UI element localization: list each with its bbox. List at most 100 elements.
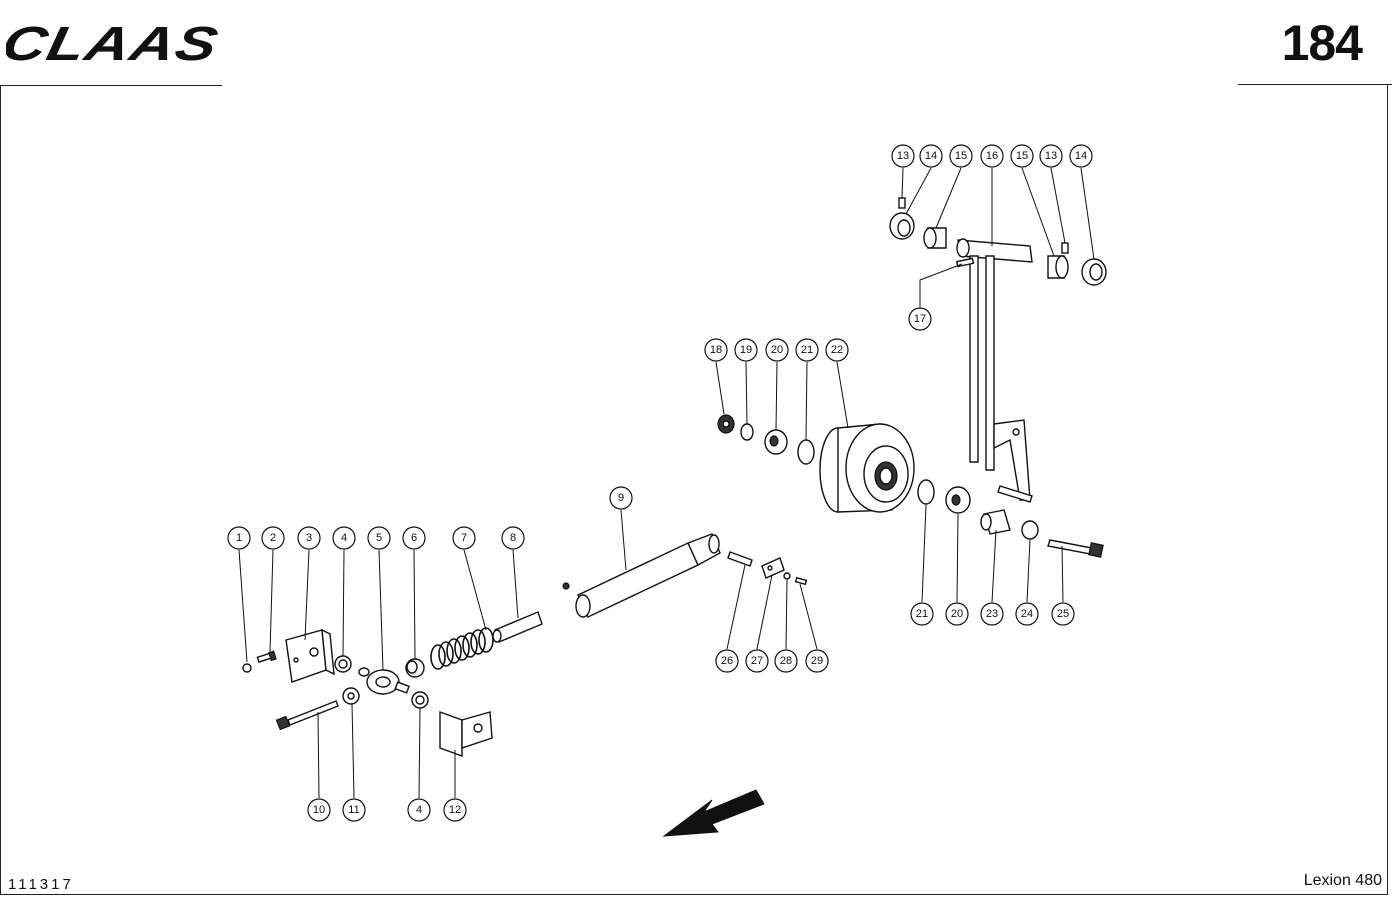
callout: 8 (501, 526, 525, 550)
callout: 29 (805, 649, 829, 673)
callout: 19 (734, 338, 758, 362)
callout-label: 25 (1057, 608, 1069, 620)
callout-label: 8 (510, 532, 516, 544)
callout: 15 (1010, 144, 1034, 168)
callout-label: 11 (348, 804, 359, 816)
part-bush-15-right (1047, 255, 1069, 279)
callout-label: 1 (236, 532, 242, 544)
callout: 21 (795, 338, 819, 362)
part-pulley-22 (819, 423, 915, 513)
callout: 14 (919, 144, 943, 168)
part-washer-28 (783, 572, 791, 580)
part-bolt-2 (256, 650, 277, 663)
drawing-frame (0, 85, 1388, 895)
callout: 25 (1051, 602, 1075, 626)
callout: 7 (452, 526, 476, 550)
part-bushing-4-top (334, 655, 352, 673)
callout-label: 29 (811, 655, 823, 667)
callout-label: 13 (1045, 150, 1057, 162)
callout-label: 3 (306, 532, 312, 544)
callout-label: 24 (1021, 608, 1033, 620)
part-screw-29 (794, 576, 808, 586)
callout: 1 (227, 526, 251, 550)
callout-label: 4 (416, 804, 422, 816)
part-bolt-10 (275, 700, 339, 731)
callout-label: 5 (376, 532, 382, 544)
callout-label: 18 (710, 344, 722, 356)
callout: 13 (891, 144, 915, 168)
brand-text: CLAAS (6, 20, 224, 66)
callout-label: 17 (914, 313, 926, 325)
callout-label: 2 (270, 532, 276, 544)
part-bush-15-left (923, 227, 947, 249)
part-bolt-25 (1047, 539, 1104, 558)
callout-label: 20 (951, 608, 963, 620)
callout-label: 26 (721, 655, 733, 667)
callout: 6 (402, 526, 426, 550)
callout-label: 21 (801, 344, 813, 356)
callout: 15 (949, 144, 973, 168)
part-bush-14-left (889, 212, 915, 240)
document-code: 111317 (8, 876, 74, 893)
callout: 12 (443, 798, 467, 822)
callout: 26 (715, 649, 739, 673)
callout: 16 (980, 144, 1004, 168)
header-rule-left (0, 85, 222, 86)
part-tube-8 (492, 611, 543, 643)
part-eye-5 (358, 667, 410, 695)
callout: 22 (825, 338, 849, 362)
callout-group: 1 2 3 4 5 6 7 8 9 10 11 4 12 13 14 15 16… (227, 144, 1093, 822)
part-grease-13-left (898, 197, 906, 209)
callout-label: 15 (1016, 150, 1028, 162)
callout-label: 4 (341, 532, 347, 544)
part-grease-13-right (1061, 242, 1069, 254)
callout-label: 6 (411, 532, 417, 544)
part-bush-23 (980, 509, 1011, 535)
callout: 4 (407, 798, 431, 822)
header-rule-right (1238, 84, 1392, 85)
callout: 20 (945, 602, 969, 626)
callout: 13 (1039, 144, 1063, 168)
part-bushing-4-bottom (411, 691, 429, 709)
callout: 9 (609, 486, 633, 510)
part-pin-26 (727, 551, 753, 567)
part-sleeve-24 (1021, 520, 1039, 540)
callout: 10 (307, 798, 331, 822)
part-spring-7 (430, 627, 494, 670)
model-name: Lexion 480 (1303, 872, 1382, 889)
callout-label: 14 (925, 150, 937, 162)
callout: 4 (332, 526, 356, 550)
part-shaft-9 (562, 533, 721, 618)
callout: 3 (297, 526, 321, 550)
callout-label: 14 (1075, 150, 1087, 162)
callout-label: 12 (449, 804, 461, 816)
direction-arrow-icon (662, 789, 765, 837)
callout-label: 23 (986, 608, 998, 620)
callout-label: 15 (955, 150, 967, 162)
callout-label: 13 (897, 150, 909, 162)
part-nut-18 (717, 414, 735, 434)
part-ring-19 (740, 423, 754, 441)
part-bracket-12 (439, 711, 493, 757)
callout: 24 (1015, 602, 1039, 626)
callout-label: 21 (916, 608, 928, 620)
callout: 20 (765, 338, 789, 362)
callout: 27 (745, 649, 769, 673)
part-bush-14-right (1081, 258, 1107, 286)
callout-label: 20 (771, 344, 783, 356)
claas-logo: CLAAS (0, 17, 231, 71)
callout: 17 (908, 307, 932, 331)
part-bearing-20-bottom (945, 486, 971, 514)
callout: 23 (980, 602, 1004, 626)
callout: 18 (704, 338, 728, 362)
part-bearing-20-top (764, 429, 788, 455)
callout-label: 7 (461, 532, 467, 544)
part-circlip-21-top (797, 439, 815, 465)
part-washer-1 (242, 663, 252, 673)
callout: 14 (1069, 144, 1093, 168)
part-stud-arm (997, 485, 1033, 503)
leader-lines (238, 167, 1095, 799)
callout-label: 9 (618, 492, 624, 504)
callout: 2 (261, 526, 285, 550)
